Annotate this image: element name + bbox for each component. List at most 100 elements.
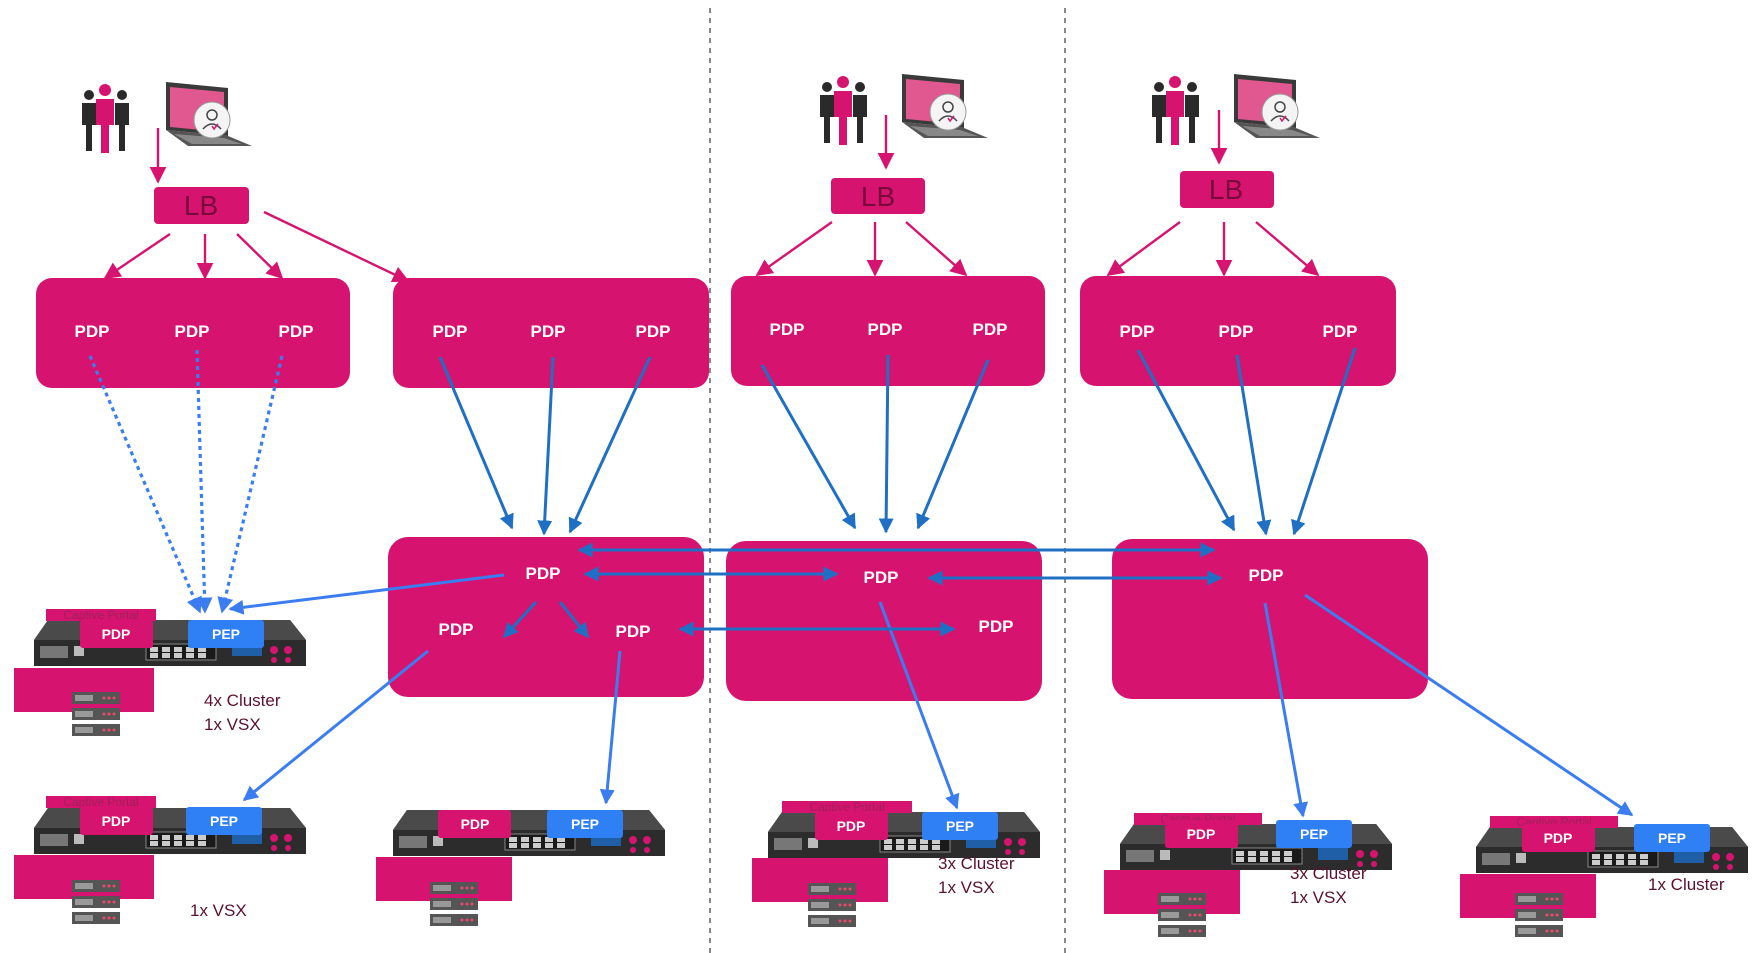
lb-box-3: LB bbox=[1180, 171, 1274, 208]
captive-portal-label: Captive Portal bbox=[809, 800, 884, 814]
pdp-group-3: PDP PDP PDP bbox=[1080, 276, 1396, 386]
appliance-pdp-tag: PDP bbox=[102, 626, 131, 642]
appliance-pdp-tag: PDP bbox=[1544, 830, 1573, 846]
arrow-pdp-to-pep-1 bbox=[228, 573, 505, 615]
pdp-label: PDP bbox=[439, 620, 474, 639]
note-site1-vsx: 1x VSX bbox=[204, 715, 261, 734]
lb-box-1: LB bbox=[154, 187, 249, 224]
pdp-label: PDP bbox=[75, 322, 110, 341]
note-site1-cluster: 4x Cluster bbox=[204, 691, 281, 710]
pdp-label: PDP bbox=[616, 622, 651, 641]
server-stack-icon bbox=[808, 883, 856, 927]
pdp-label: PDP bbox=[279, 322, 314, 341]
arrow-2-a bbox=[760, 364, 857, 530]
appliance-site3-b: Captive Portal PDP PEP bbox=[1460, 815, 1749, 937]
arrow-lb3-left bbox=[1106, 221, 1181, 276]
arrow-2-b bbox=[878, 354, 894, 534]
pdp-label: PDP bbox=[973, 320, 1008, 339]
pdp-label: PDP bbox=[175, 322, 210, 341]
appliance-site2: Captive Portal PDP PEP bbox=[752, 800, 1041, 927]
dotted-arrow-2 bbox=[195, 349, 213, 614]
arrow-2-c bbox=[916, 359, 990, 530]
appliance-pep-tag: PEP bbox=[210, 813, 238, 829]
pdp-label: PDP bbox=[1323, 322, 1358, 341]
pdp-label: PDP bbox=[979, 617, 1014, 636]
arrow-3-b bbox=[1235, 354, 1272, 536]
pdp-group-1b: PDP PDP PDP bbox=[393, 278, 709, 388]
arrow-1b-a bbox=[438, 356, 514, 530]
laptop-user-icon bbox=[901, 73, 989, 139]
arrow-internal-right bbox=[558, 601, 590, 639]
pdp-group-2: PDP PDP PDP bbox=[731, 276, 1045, 386]
captive-portal-label: Captive Portal bbox=[63, 795, 138, 809]
appliance-pep-tag: PEP bbox=[1658, 830, 1686, 846]
lb-label-3: LB bbox=[1209, 174, 1243, 205]
lb-label-1: LB bbox=[184, 190, 218, 221]
pdp-label: PDP bbox=[526, 564, 561, 583]
appliance-pep-tag: PEP bbox=[212, 626, 240, 642]
laptop-user-icon bbox=[165, 81, 253, 147]
server-stack-icon bbox=[1158, 893, 1206, 937]
pdp-label: PDP bbox=[433, 322, 468, 341]
arrow-pdp-to-pep-3 bbox=[599, 650, 622, 805]
appliance-site3-a: Captive Portal PDP PEP bbox=[1104, 812, 1393, 937]
note-site3b-cluster: 1x Cluster bbox=[1648, 875, 1725, 894]
pdp-cluster-1: PDP PDP PDP bbox=[388, 537, 704, 697]
server-stack-icon bbox=[1515, 893, 1563, 937]
server-stack-icon bbox=[72, 692, 120, 736]
lb-label-2: LB bbox=[861, 181, 895, 212]
arrow-pdp-to-pep-5 bbox=[1263, 602, 1309, 818]
arrow-pdp-to-pep-2 bbox=[242, 649, 429, 802]
appliance-site1-a: Captive Portal PDP PEP bbox=[14, 608, 307, 736]
appliance-pep-tag: PEP bbox=[571, 816, 599, 832]
note-site1b-vsx: 1x VSX bbox=[190, 901, 247, 920]
note-site2-cluster: 3x Cluster bbox=[938, 854, 1015, 873]
arrow-3-a bbox=[1136, 349, 1236, 532]
pdp-group-1a: PDP PDP PDP bbox=[36, 278, 350, 388]
pdp-label: PDP bbox=[868, 320, 903, 339]
arrow-3-c bbox=[1291, 347, 1357, 536]
pdp-label: PDP bbox=[636, 322, 671, 341]
appliance-site1-c: PDP PEP bbox=[376, 809, 666, 926]
pdp-cluster-2: PDP PDP bbox=[726, 541, 1042, 701]
gateway-appliance-icon bbox=[33, 807, 307, 855]
laptop-user-icon bbox=[1233, 73, 1321, 139]
users-group-icon bbox=[82, 84, 129, 153]
gateway-appliance-icon bbox=[33, 619, 307, 667]
arrow-internal-left bbox=[502, 600, 538, 639]
arrow-lb3-right bbox=[1255, 221, 1320, 277]
appliance-pdp-tag: PDP bbox=[1187, 826, 1216, 842]
arrow-pdp-to-pep-6 bbox=[1304, 593, 1634, 817]
arrow-1b-c bbox=[568, 356, 652, 534]
appliance-pep-tag: PEP bbox=[946, 818, 974, 834]
server-stack-icon bbox=[72, 880, 120, 924]
gateway-appliance-icon bbox=[392, 809, 666, 857]
appliance-site1-b: Captive Portal PDP PEP bbox=[14, 795, 307, 924]
arrow-lb1-far bbox=[263, 210, 410, 283]
arrow-1b-b bbox=[537, 356, 555, 536]
pdp-cluster-3: PDP bbox=[1112, 539, 1428, 699]
note-site3a-vsx: 1x VSX bbox=[1290, 888, 1347, 907]
pdp-label: PDP bbox=[531, 322, 566, 341]
pdp-label: PDP bbox=[864, 568, 899, 587]
arrow-lb2-right bbox=[905, 221, 968, 277]
arrow-lb1-right bbox=[236, 233, 284, 280]
dotted-arrow-1 bbox=[88, 355, 202, 614]
note-site3a-cluster: 3x Cluster bbox=[1290, 864, 1367, 883]
note-site2-vsx: 1x VSX bbox=[938, 878, 995, 897]
arrow-lb1-left bbox=[103, 233, 171, 279]
gateway-appliance-icon bbox=[767, 811, 1041, 859]
captive-portal-label: Captive Portal bbox=[63, 608, 138, 622]
appliance-pdp-tag: PDP bbox=[102, 813, 131, 829]
pdp-label: PDP bbox=[1120, 322, 1155, 341]
appliance-pdp-tag: PDP bbox=[461, 816, 490, 832]
arrow-lb2-left bbox=[755, 221, 833, 276]
appliance-pdp-tag: PDP bbox=[837, 818, 866, 834]
users-group-icon bbox=[1152, 76, 1199, 145]
pdp-label: PDP bbox=[1249, 566, 1284, 585]
pdp-label: PDP bbox=[770, 320, 805, 339]
server-stack-icon bbox=[430, 882, 478, 926]
lb-box-2: LB bbox=[831, 178, 925, 214]
users-group-icon bbox=[820, 76, 867, 145]
